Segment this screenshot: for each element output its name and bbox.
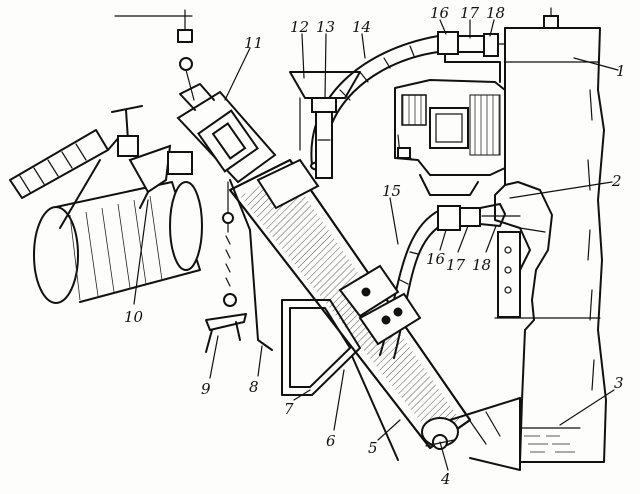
callout-16-bottom: 16 xyxy=(426,250,446,268)
callout-17-top: 17 xyxy=(460,4,480,22)
callout-15: 15 xyxy=(382,182,401,200)
callout-2: 2 xyxy=(611,172,622,190)
callout-6: 6 xyxy=(326,432,336,450)
callout-11: 11 xyxy=(244,34,263,52)
fitting-16-bottom xyxy=(437,205,461,231)
callout-3: 3 xyxy=(614,374,624,392)
fitting-16-top xyxy=(437,31,459,55)
callout-12: 12 xyxy=(290,18,309,36)
callout-13: 13 xyxy=(316,18,335,36)
callout-14: 14 xyxy=(352,18,371,36)
callout-18-top: 18 xyxy=(486,4,505,22)
callout-9: 9 xyxy=(201,380,211,398)
mold-insert xyxy=(497,231,521,318)
callout-17-bottom: 17 xyxy=(446,256,466,274)
fitting-17-bottom xyxy=(459,207,481,227)
callout-1: 1 xyxy=(616,62,626,80)
fitting-18-top xyxy=(483,33,499,57)
callout-4: 4 xyxy=(440,470,451,488)
fitting-17-top xyxy=(457,35,485,53)
callout-18-bottom: 18 xyxy=(472,256,491,274)
callout-5: 5 xyxy=(368,439,378,457)
leader-lines xyxy=(133,19,619,471)
plug-nut xyxy=(543,15,559,29)
mold-wall xyxy=(494,7,607,463)
ladle-10 xyxy=(9,105,203,304)
chain-hook xyxy=(205,179,273,353)
funnel-12 xyxy=(289,71,361,179)
main-barrel xyxy=(114,9,521,471)
callout-16-top: 16 xyxy=(430,4,450,22)
bracket-7 xyxy=(281,299,361,396)
callout-7: 7 xyxy=(284,400,294,418)
callout-10: 10 xyxy=(124,308,144,326)
pump-unit xyxy=(394,31,506,196)
callout-8: 8 xyxy=(249,378,259,396)
